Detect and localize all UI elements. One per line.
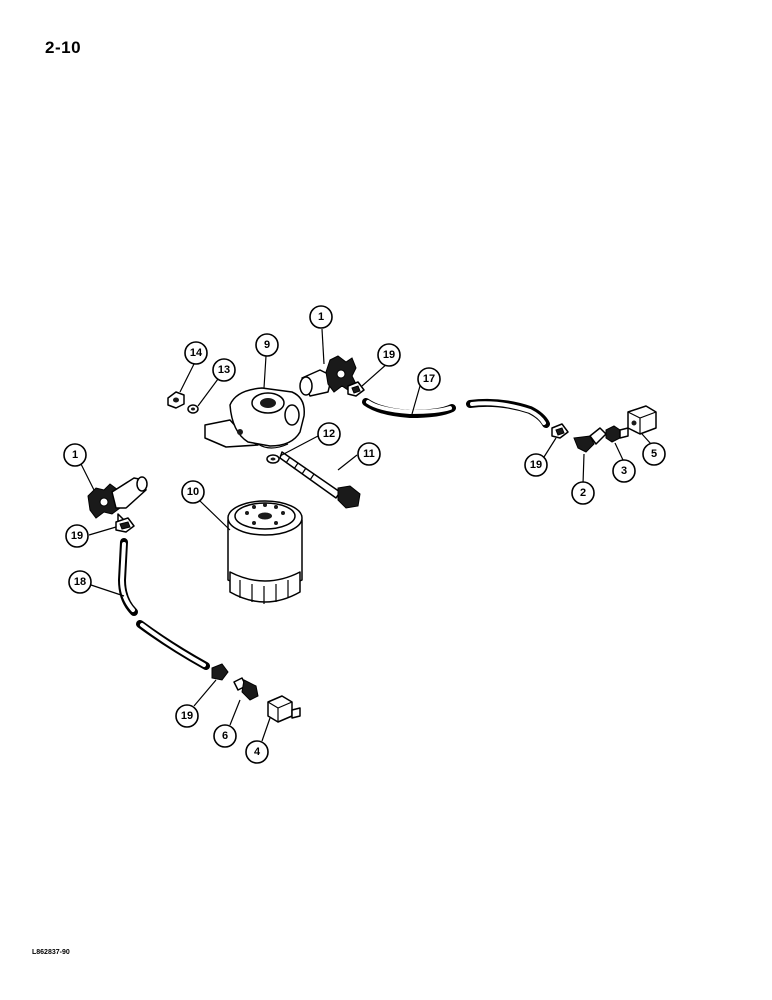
hose-clamp-part-19d xyxy=(211,663,229,681)
callout-label: 9 xyxy=(264,339,270,351)
hose-clamp-part-19a xyxy=(347,381,365,397)
callout-label: 13 xyxy=(218,364,230,376)
callout-label: 4 xyxy=(254,746,261,758)
callout-3: 3 xyxy=(612,459,636,483)
callout-14: 14 xyxy=(184,341,208,365)
callout-4: 4 xyxy=(245,740,269,764)
callout-13: 13 xyxy=(212,358,236,382)
leader-lines xyxy=(80,328,652,742)
figure-code: L862837-90 xyxy=(32,949,70,956)
callout-1-lower: 1 xyxy=(63,443,87,467)
callout-18: 18 xyxy=(68,570,92,594)
callout-label: 10 xyxy=(187,486,199,498)
callout-label: 19 xyxy=(383,349,395,361)
callout-19-right: 19 xyxy=(524,453,548,477)
callout-2: 2 xyxy=(571,481,595,505)
callout-19-left: 19 xyxy=(65,524,89,548)
callout-label: 14 xyxy=(190,347,203,359)
connector-block-part-5 xyxy=(627,405,657,435)
callout-label: 6 xyxy=(222,730,228,742)
fuel-hose-part-18 xyxy=(117,538,210,670)
callout-12: 12 xyxy=(317,422,341,446)
callout-6: 6 xyxy=(213,724,237,748)
callout-label: 1 xyxy=(318,311,324,323)
callout-19-upper: 19 xyxy=(377,343,401,367)
callout-label: 11 xyxy=(363,448,375,460)
hose-clamp-part-19c xyxy=(115,517,135,533)
filter-head-part xyxy=(204,387,305,449)
nut-part-3 xyxy=(605,425,629,443)
callout-9: 9 xyxy=(255,333,279,357)
washer-part-13 xyxy=(187,404,199,414)
connector-block-part-4 xyxy=(267,695,301,723)
callout-label: 17 xyxy=(423,373,435,385)
callout-label: 12 xyxy=(323,428,335,440)
fuel-hose-part-17 xyxy=(362,398,550,428)
nut-part-14 xyxy=(167,391,185,409)
callout-label: 3 xyxy=(621,465,627,477)
primer-pump-part-lower xyxy=(87,476,148,527)
page-number: 2-10 xyxy=(45,38,82,57)
callout-label: 18 xyxy=(74,576,86,588)
callout-label: 19 xyxy=(530,459,542,471)
hose-clamp-part-19b xyxy=(551,423,569,439)
fitting-part-6 xyxy=(233,677,259,701)
callout-5: 5 xyxy=(642,442,666,466)
elbow-fitting-part-2 xyxy=(573,427,607,453)
callout-label: 2 xyxy=(580,487,586,499)
callout-10: 10 xyxy=(181,480,205,504)
callout-17: 17 xyxy=(417,367,441,391)
primer-pump-part-upper xyxy=(299,355,357,397)
callout-label: 1 xyxy=(72,449,78,461)
bolt-part-11 xyxy=(279,451,361,509)
callout-1-upper: 1 xyxy=(309,305,333,329)
callout-label: 5 xyxy=(651,448,657,460)
callout-label: 19 xyxy=(181,710,193,722)
callout-19-bottom: 19 xyxy=(175,704,199,728)
washer-part-12 xyxy=(266,454,280,464)
fuel-filter-cartridge-part-10 xyxy=(227,500,303,604)
callout-label: 19 xyxy=(71,530,83,542)
callout-11: 11 xyxy=(357,442,381,466)
